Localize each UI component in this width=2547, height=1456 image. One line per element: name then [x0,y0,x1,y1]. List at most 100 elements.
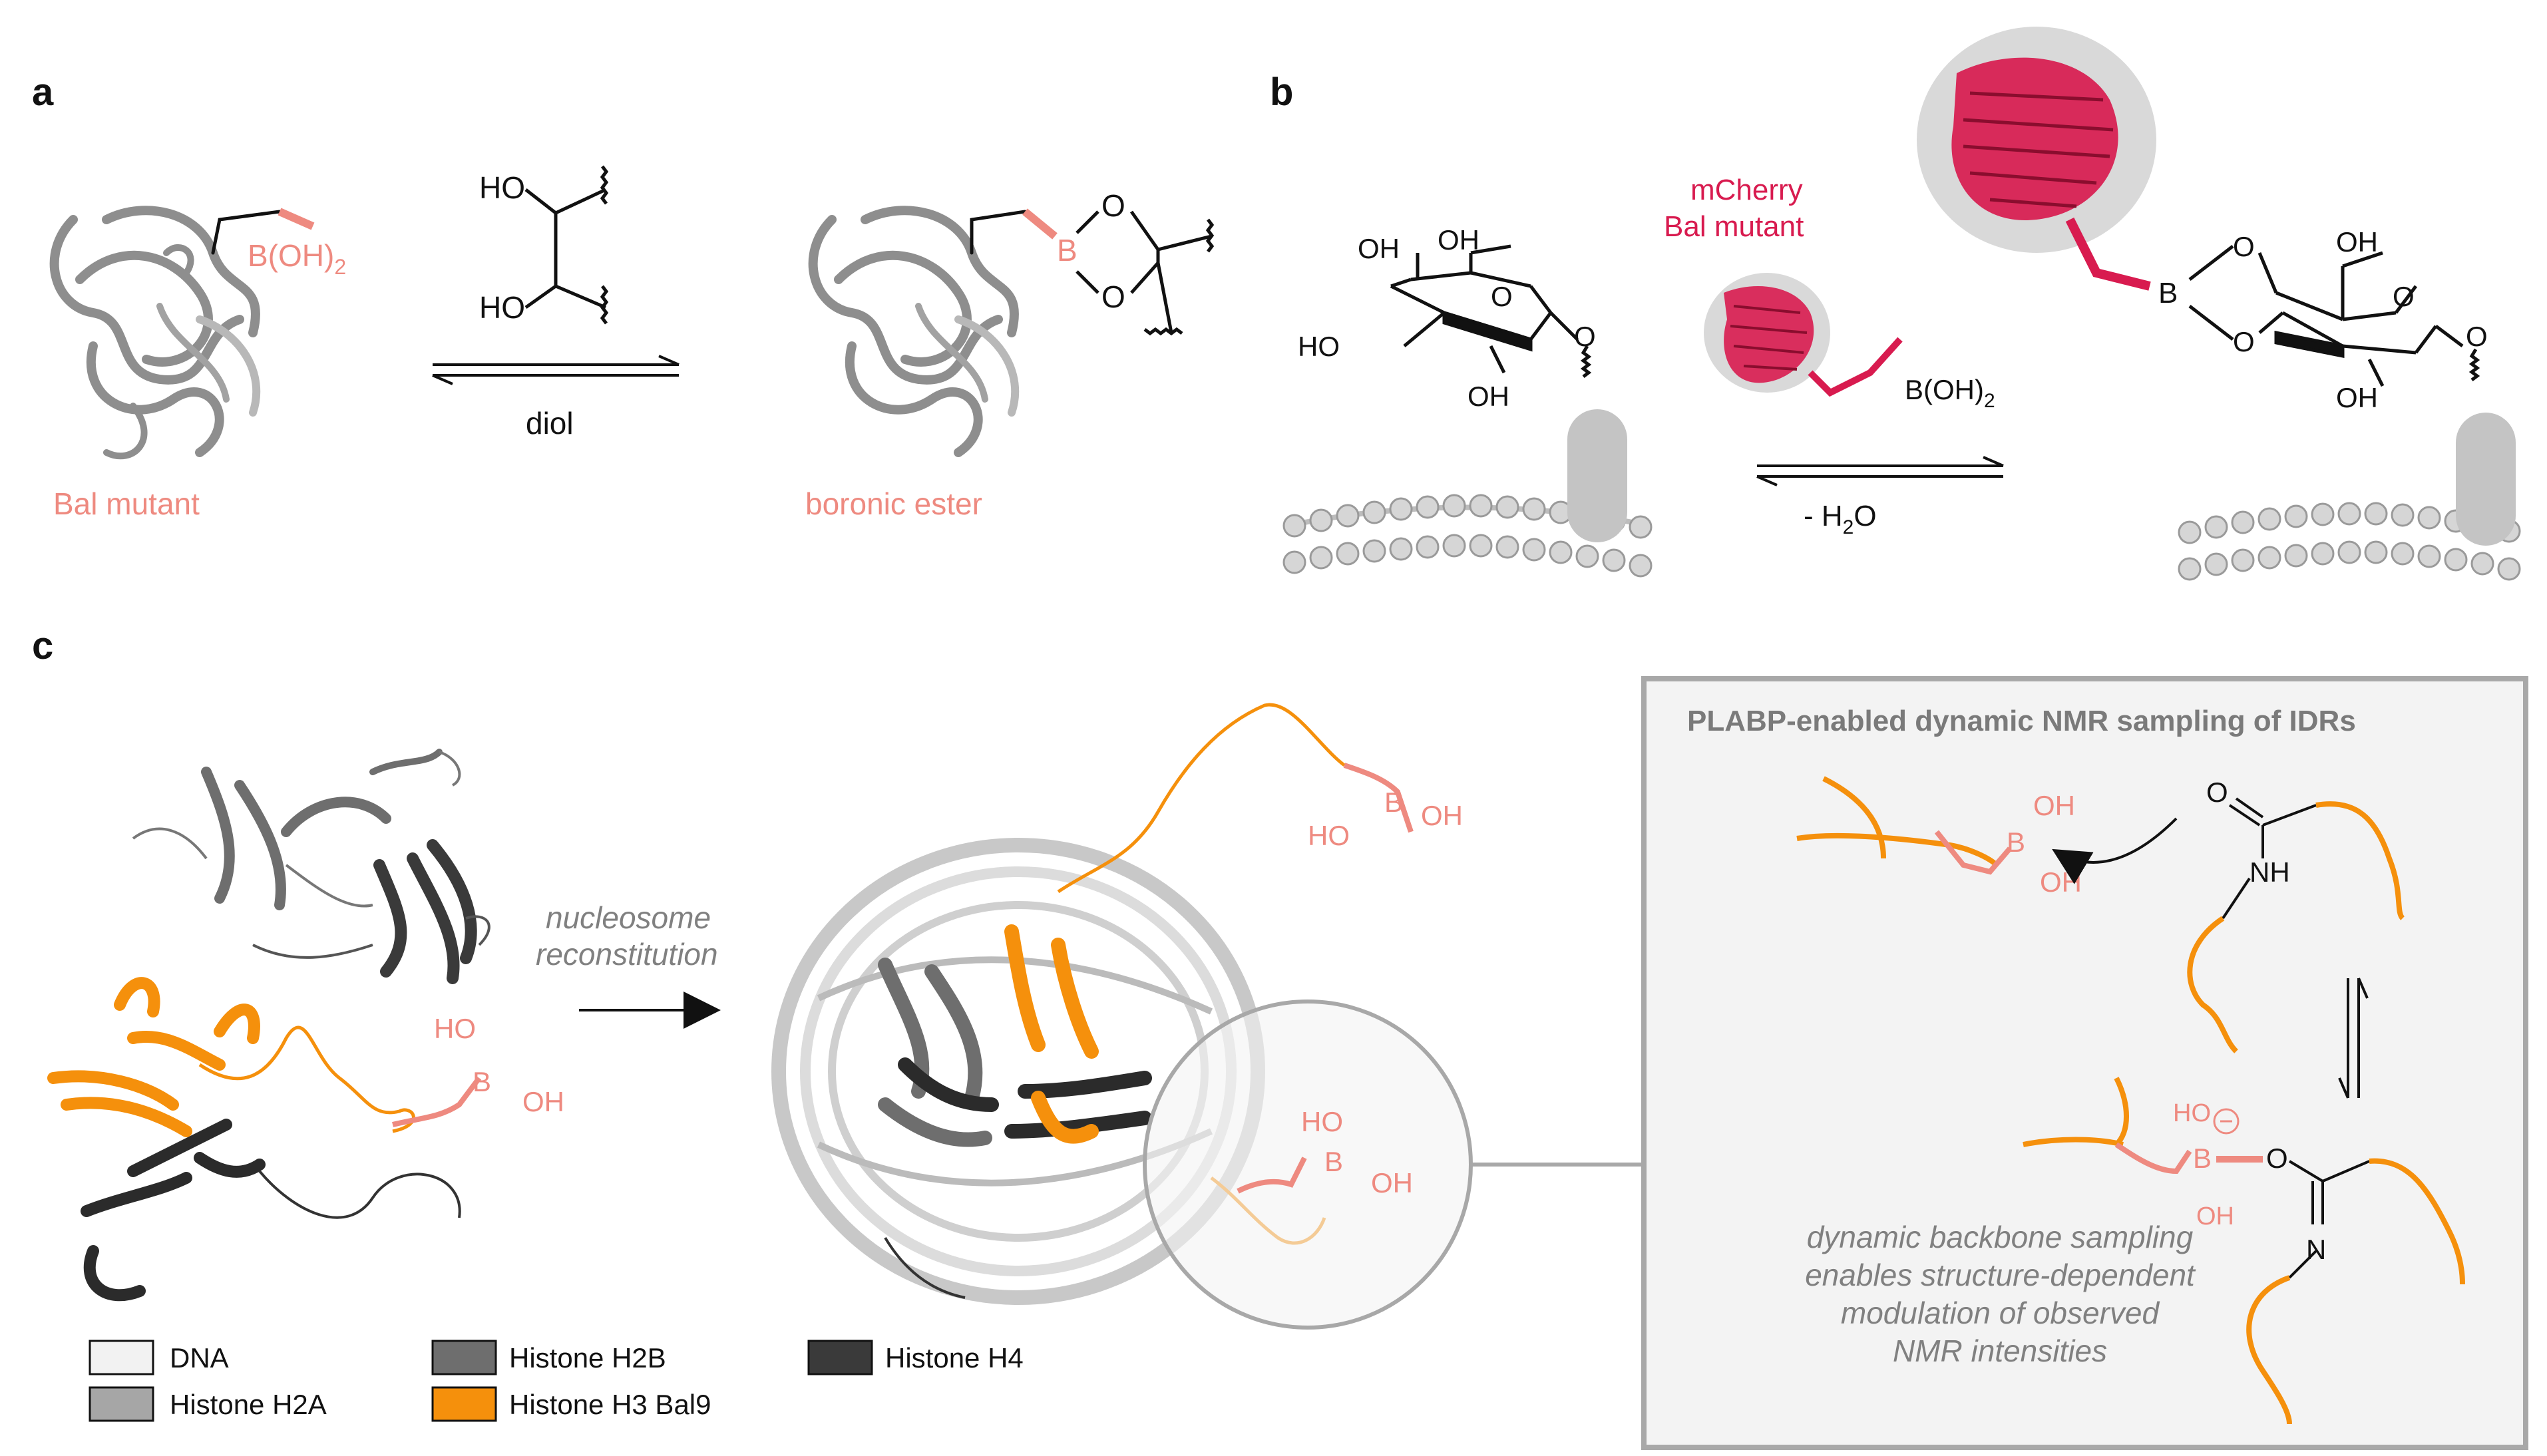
diol-ho-top: HO [479,170,525,205]
box-ho-2: HO [2173,1099,2211,1127]
galactose-left [1390,244,1592,378]
legend-swatch-h3 [431,1386,497,1422]
histone-h2a-free [81,1119,266,1302]
sugar-oh-1: OH [1358,233,1400,264]
box-linker-2 [2114,1142,2192,1175]
bal-mutant-protein-right [808,206,1027,457]
equilibrium-arrows-b [1756,456,2004,486]
zoom-circle [1143,1000,1473,1330]
caption-line-2: enables structure-dependent [1805,1258,2196,1292]
free-h3-oh: OH [522,1086,564,1117]
legend-swatch-dna [89,1340,154,1375]
box-backbone-4 [2023,1077,2129,1147]
oxygen-bottom-a: O [1101,279,1125,314]
membrane-left [1282,409,1653,578]
panel-b-letter: b [1270,71,1293,114]
imidate-bonds [2288,1160,2370,1279]
histone-h3-bal9-tail [198,1025,415,1133]
boronic-ester-ring [1076,210,1215,336]
linker-salmon-a-left [278,208,315,230]
sugar-ho-left: HO [1298,331,1340,362]
box-oh-1a: OH [2033,790,2075,821]
amide-oxygen-top: O [2206,777,2228,808]
zoom-linker-salmon [1237,1157,1307,1194]
zoom-ho: HO [1301,1106,1343,1137]
linker-salmon-a-right [1022,208,1058,240]
nucleosome-oh-top: OH [1421,800,1463,831]
boronic-acid-label-a: B(OH)2 [248,238,346,279]
sugar-right-oh-top: OH [2336,226,2378,258]
histone-h4-tails [252,915,490,959]
negative-charge-icon [2213,1108,2240,1135]
free-h3-boron: B [473,1066,491,1097]
nucleosome-boron-top: B [1384,787,1403,818]
legend-swatch-h2b [431,1340,497,1375]
free-h3-ho: HO [434,1013,476,1044]
h3-linker-salmon-free [392,1076,482,1127]
histone-h2b-free [201,749,443,910]
diol-structure [524,165,609,325]
mcherry-label-line1: mCherry [1690,174,1803,206]
mcherry-label-line2: Bal mutant [1664,210,1804,243]
sugar-glycosidic-oxygen: O [1574,321,1596,352]
bal-mutant-label: Bal mutant [53,486,200,521]
histone-h2b-tails [132,751,461,908]
sugar-right-ring-oxygen: O [2393,281,2415,312]
box-linker-1 [1934,830,2013,875]
histone-h2a-tail [258,1170,461,1219]
box-ester-oxygen: O [2266,1143,2288,1174]
nmr-sampling-box [1641,676,2528,1450]
nucleosome-ho-top: HO [1308,820,1350,851]
arrow-label-line2: reconstitution [536,937,718,972]
boronic-ester-label: boronic ester [805,486,982,521]
diol-ho-bottom: HO [479,290,525,325]
amide-bonds-top [2222,797,2317,920]
sugar-oh-3: OH [1468,381,1509,412]
water-loss-label: - H2O [1804,500,1877,538]
sugar-right-oh-bottom: OH [2336,382,2378,413]
legend-label-h4: Histone H4 [885,1342,1024,1373]
box-backbone-3 [2187,916,2238,1053]
oxygen-top-a: O [1101,188,1125,223]
diol-label: diol [526,406,574,441]
legend-swatch-h2a [89,1386,154,1422]
box-backbone-6 [2246,1275,2292,1425]
box-oh-2: OH [2196,1202,2234,1230]
box-boron-1: B [2007,826,2025,858]
mcherry-boronic-acid: B(OH)2 [1905,374,1995,412]
histone-h3-bal9-free [47,977,260,1137]
nmr-box-title: PLABP-enabled dynamic NMR sampling of ID… [1687,705,2356,737]
boron-atom-a: B [1057,233,1078,268]
box-backbone-1 [1796,776,1999,867]
mcherry-linker-small [1808,337,1903,397]
box-oh-1b: OH [2040,866,2082,898]
sugar-right-glycosidic-oxygen: O [2466,321,2488,352]
sugar-oh-2: OH [1438,224,1479,256]
mcherry-linker-large [2065,217,2151,291]
ester-oxygen-bottom: O [2233,326,2255,357]
zoom-boron: B [1324,1146,1343,1177]
box-boron-2: B [2193,1143,2212,1174]
panel-a-letter: a [32,71,54,114]
sugar-ring-oxygen: O [1491,281,1513,312]
legend-label-h2b: Histone H2B [509,1342,666,1373]
boron-atom-b: B [2158,277,2178,309]
mcherry-protein-large [1917,27,2156,253]
legend-swatch-h4 [807,1340,873,1375]
equilibrium-arrows-c [2338,978,2369,1099]
caption-line-4: NMR intensities [1893,1334,2107,1368]
caption-line-1: dynamic backbone sampling [1807,1220,2194,1254]
box-backbone-2 [2315,801,2405,920]
galactose-boronate-right [2188,245,2480,387]
arrow-label-line1: nucleosome [546,900,711,935]
amide-nh: NH [2250,856,2290,888]
ester-oxygen-top: O [2233,231,2255,262]
panel-c-letter: c [32,624,53,667]
legend-label-h3: Histone H3 Bal9 [509,1389,711,1420]
membrane-right [2178,413,2521,581]
legend: DNA Histone H2A Histone H2B Histone H3 B… [89,1340,1024,1422]
equilibrium-arrows-a [432,355,680,385]
legend-label-dna: DNA [170,1342,229,1373]
attack-arrow [2052,817,2178,884]
